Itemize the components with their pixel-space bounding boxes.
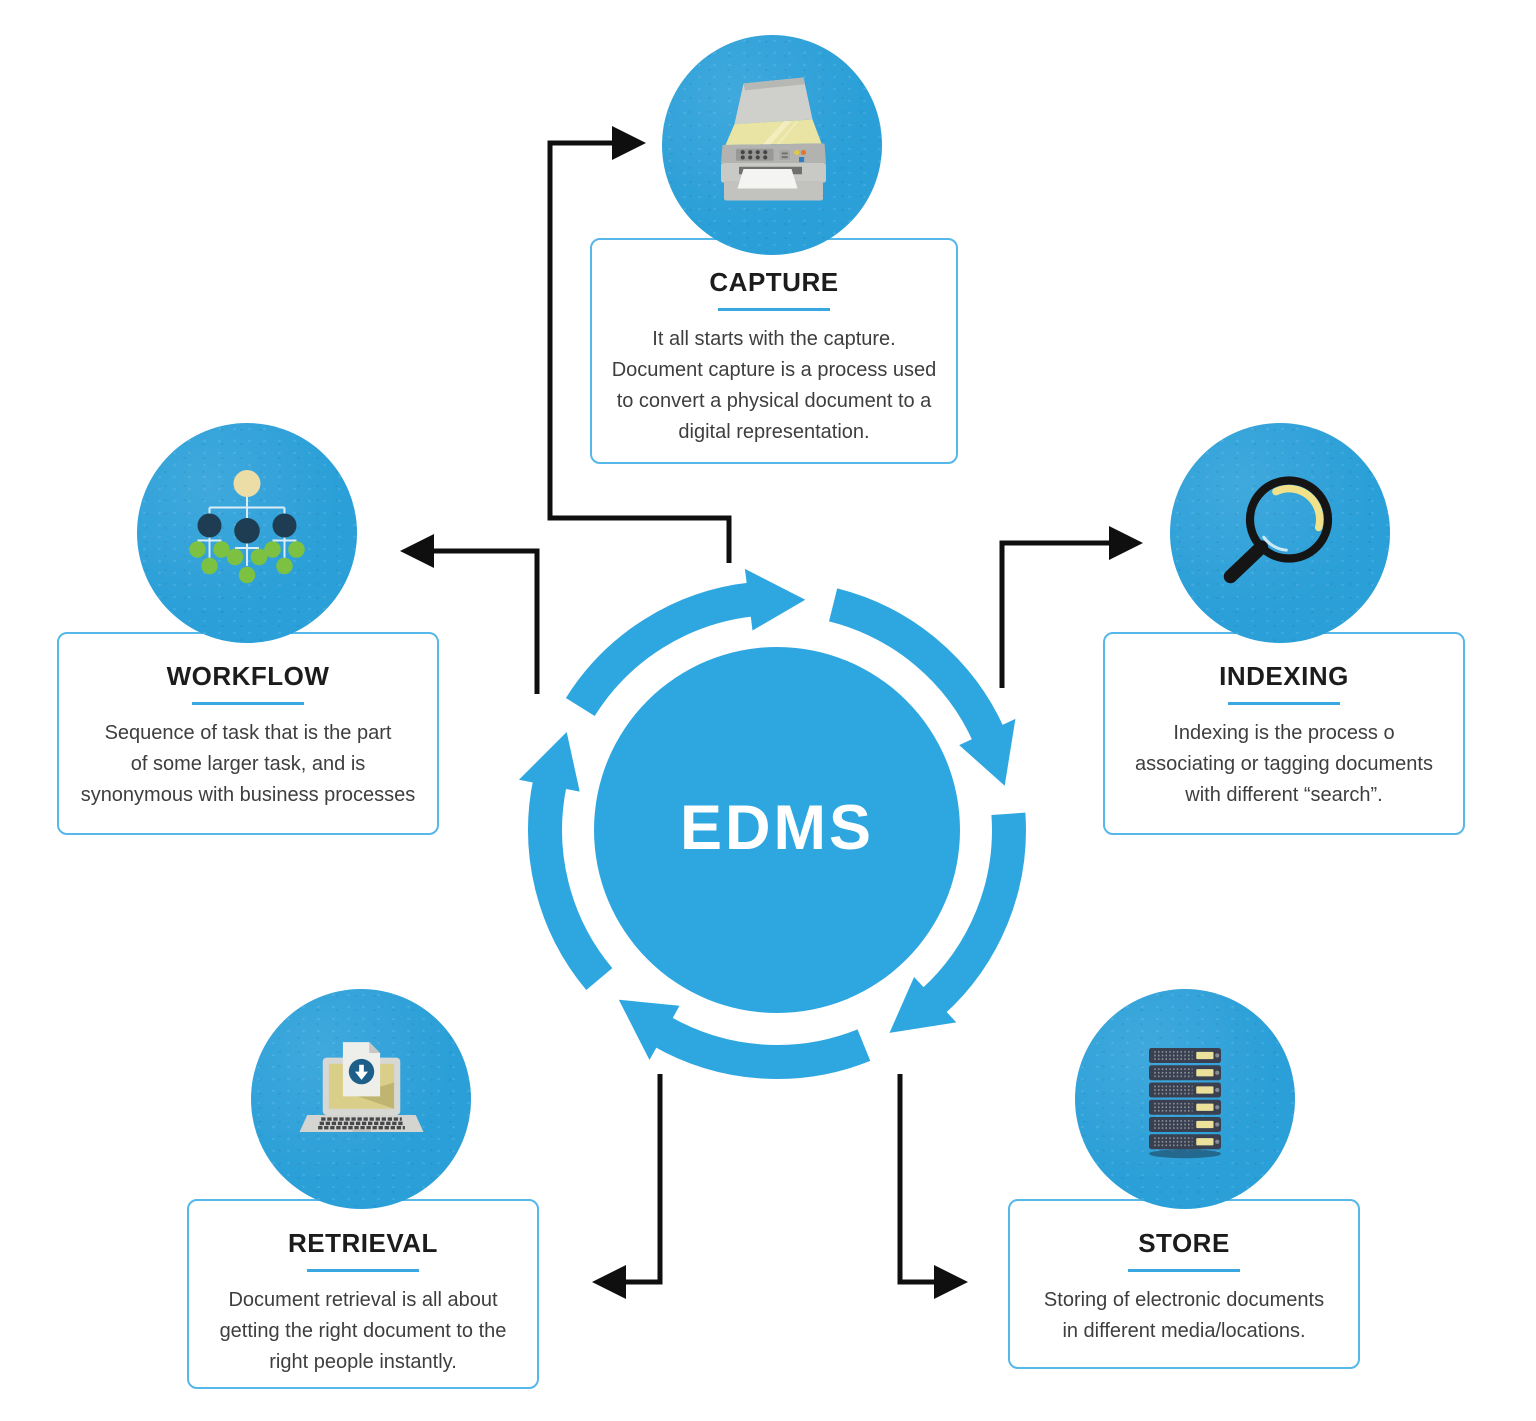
flow-connectors [434, 140, 1109, 1285]
flow-connector-arrowheads [400, 126, 1143, 1299]
connector-to-store [897, 1074, 934, 1285]
workflow-card: WORKFLOW Sequence of task that is the pa… [57, 632, 439, 835]
store-disc [1075, 989, 1295, 1209]
server-rack-icon [1149, 1048, 1221, 1159]
laptop-download-icon [299, 1041, 423, 1132]
capture-description: It all starts with the capture. Document… [611, 328, 937, 443]
arrowhead-workflow [400, 534, 434, 568]
workflow-title-underline [192, 702, 304, 705]
retrieval-disc [251, 989, 471, 1209]
retrieval-card: RETRIEVAL Document retrieval is all abou… [187, 1199, 539, 1389]
store-description: Storing of electronic documents in diffe… [1043, 1289, 1325, 1342]
connector-to-workflow [434, 548, 540, 694]
connector-to-retrieval [626, 1074, 663, 1285]
indexing-disc [1170, 423, 1390, 643]
capture-disc [662, 35, 882, 255]
edms-cycle-ring [528, 582, 1026, 1079]
capture-title: CAPTURE [709, 267, 839, 297]
retrieval-description: Document retrieval is all about getting … [219, 1289, 507, 1373]
connector-to-indexing [999, 540, 1109, 688]
connector-to-capture [547, 140, 732, 563]
workflow-disc [137, 423, 357, 643]
capture-title-underline [718, 308, 830, 311]
retrieval-title: RETRIEVAL [288, 1228, 438, 1258]
scanner-printer-icon [721, 77, 826, 201]
arrowhead-retrieval [592, 1265, 626, 1299]
workflow-description: Sequence of task that is the part of som… [80, 722, 416, 806]
capture-card: CAPTURE It all starts with the capture. … [590, 238, 958, 464]
arrowhead-capture [612, 126, 646, 160]
arrowhead-indexing [1109, 526, 1143, 560]
edms-label: EDMS [679, 793, 875, 863]
store-card: STORE Storing of electronic documents in… [1008, 1199, 1360, 1369]
workflow-title: WORKFLOW [166, 661, 330, 691]
edms-center-circle [594, 647, 960, 1013]
indexing-description: Indexing is the process o associating or… [1135, 722, 1433, 806]
org-chart-icon [189, 470, 305, 584]
indexing-card: INDEXING Indexing is the process o assoc… [1103, 632, 1465, 835]
indexing-title-underline [1228, 702, 1340, 705]
edms-cycle-arrowheads [518, 568, 1016, 1060]
store-title: STORE [1138, 1228, 1230, 1258]
magnifier-icon [1223, 476, 1333, 584]
indexing-title: INDEXING [1219, 661, 1349, 691]
store-title-underline [1128, 1269, 1240, 1272]
arrowhead-store [934, 1265, 968, 1299]
retrieval-title-underline [307, 1269, 419, 1272]
